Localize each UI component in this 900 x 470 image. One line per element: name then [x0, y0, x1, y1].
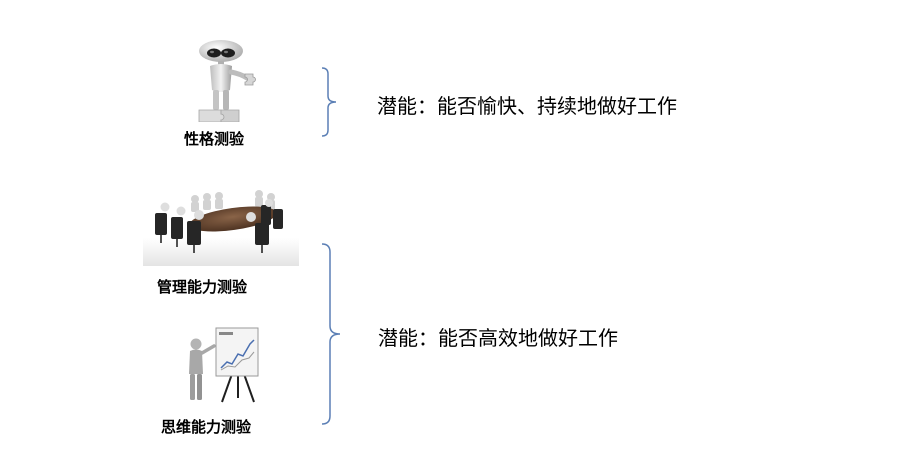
statement-ability: 潜能：能否高效地做好工作 — [378, 326, 618, 350]
test-label-personality: 性格测验 — [184, 130, 245, 148]
robot-puzzle-icon — [198, 40, 256, 122]
presenter-chart-icon — [189, 327, 259, 403]
meeting-table-icon — [143, 190, 299, 266]
test-label-management: 管理能力测验 — [157, 278, 248, 296]
test-label-thinking: 思维能力测验 — [161, 418, 252, 436]
brace-lower — [321, 243, 341, 425]
statement-personality: 潜能：能否愉快、持续地做好工作 — [377, 94, 677, 118]
brace-upper — [321, 67, 337, 137]
